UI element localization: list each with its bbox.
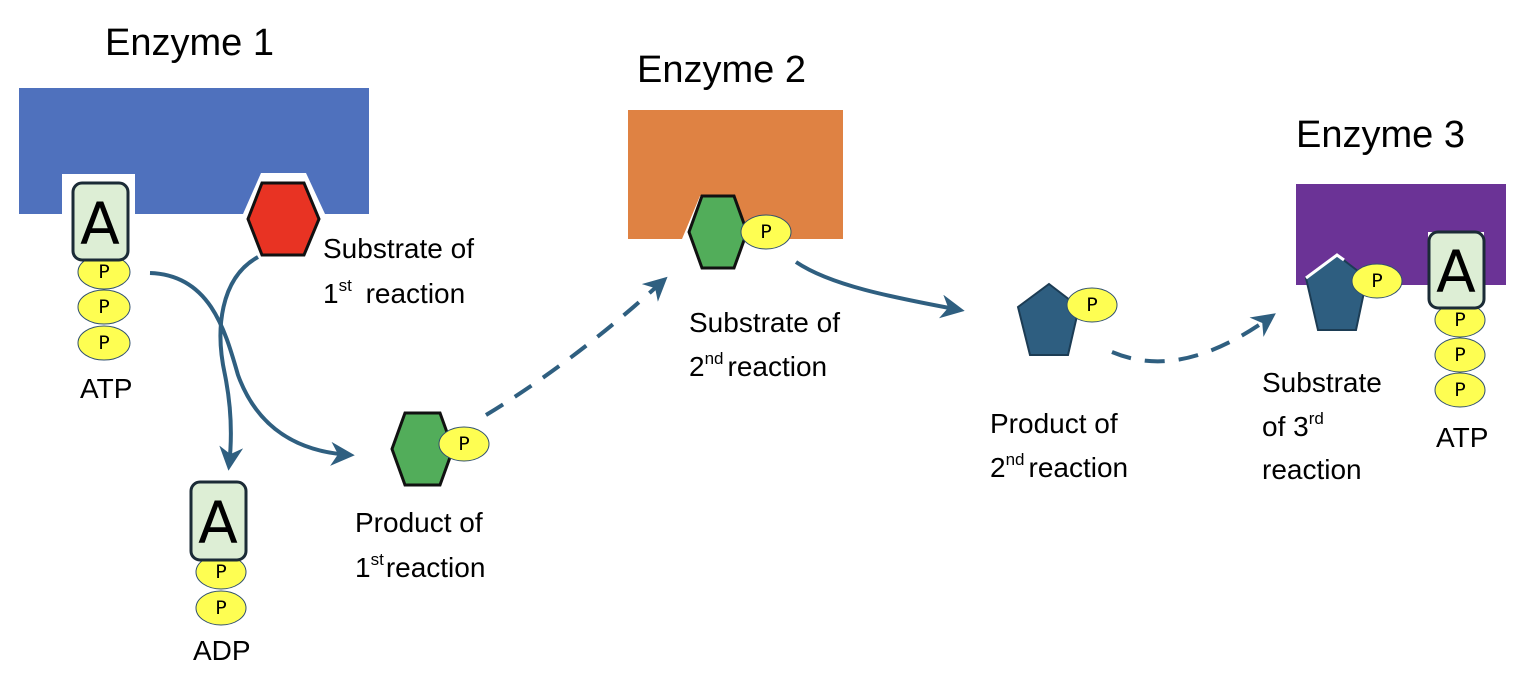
phosphate-label: P	[1454, 309, 1465, 331]
substrate-1-label-line1: Substrate of	[323, 233, 474, 264]
substrate-3-label-line3: reaction	[1262, 454, 1362, 485]
substrate-1-hexagon-icon	[246, 181, 321, 257]
enzyme-2-block	[628, 110, 843, 239]
substrate-3-label-line2: of 3rd	[1262, 409, 1324, 442]
product-1-label-line1: Product of	[355, 507, 483, 538]
enzyme-1-title: Enzyme 1	[105, 22, 274, 64]
phosphate-label: P	[1086, 294, 1097, 316]
arrow-atp-to-product	[149, 271, 355, 466]
adenosine-box	[71, 181, 130, 262]
phosphate-label: P	[98, 332, 109, 354]
phosphate-label: P	[215, 561, 226, 583]
phosphate-icon	[1434, 337, 1486, 373]
phosphate-label: P	[760, 221, 771, 243]
phosphate-icon	[438, 426, 490, 462]
atp-enzyme-3: P P P A ATP	[1427, 230, 1488, 453]
phosphate-label: P	[1454, 344, 1465, 366]
phosphate-icon	[77, 325, 131, 361]
substrate-2-hexagon-icon	[687, 194, 749, 270]
arrow-enzyme2-to-product2	[794, 260, 965, 319]
substrate-1-label-line2: 1st reaction	[323, 276, 465, 309]
arrow-substrate-to-adp	[218, 255, 259, 471]
adenosine-box	[189, 480, 248, 562]
enzyme-1-block	[19, 88, 369, 214]
phosphate-icon	[1434, 372, 1486, 408]
phosphate-icon	[195, 590, 247, 626]
atp-label: ATP	[80, 373, 132, 404]
phosphate-label: P	[1454, 379, 1465, 401]
phosphate-label: P	[458, 433, 469, 455]
enzyme-2-title: Enzyme 2	[637, 49, 806, 91]
arrow-product1-to-enzyme2	[484, 276, 668, 417]
product-2-label-line1: Product of	[990, 408, 1118, 439]
adenosine-letter: A	[198, 489, 238, 557]
adenosine-letter: A	[1436, 238, 1476, 306]
arrow-product2-to-enzyme3	[1111, 313, 1276, 364]
phosphate-label: P	[98, 261, 109, 283]
phosphate-icon	[1066, 287, 1118, 323]
binding-gap	[1305, 253, 1345, 280]
adp-molecule: P P A ADP	[189, 480, 251, 666]
phosphate-icon	[1351, 263, 1403, 299]
phosphate-label: P	[98, 296, 109, 318]
adenosine-letter: A	[80, 190, 120, 258]
product-1-hexagon-icon	[390, 411, 455, 487]
adp-label: ADP	[193, 635, 251, 666]
substrate-3-label-line1: Substrate	[1262, 367, 1382, 398]
phosphate-icon	[740, 214, 792, 250]
substrate-2-label-line1: Substrate of	[689, 307, 840, 338]
product-1-label-line2: 1streaction	[355, 550, 485, 583]
adenosine-box	[1427, 230, 1486, 310]
atp-enzyme-1: P P P A ATP	[71, 181, 132, 404]
atp-label: ATP	[1436, 422, 1488, 453]
phosphate-label: P	[215, 597, 226, 619]
enzyme-3-title: Enzyme 3	[1296, 114, 1465, 156]
phosphate-icon	[77, 289, 131, 325]
product-2-pentagon-icon	[1016, 282, 1081, 356]
phosphate-label: P	[1371, 270, 1382, 292]
enzyme-3-block	[1296, 184, 1506, 285]
